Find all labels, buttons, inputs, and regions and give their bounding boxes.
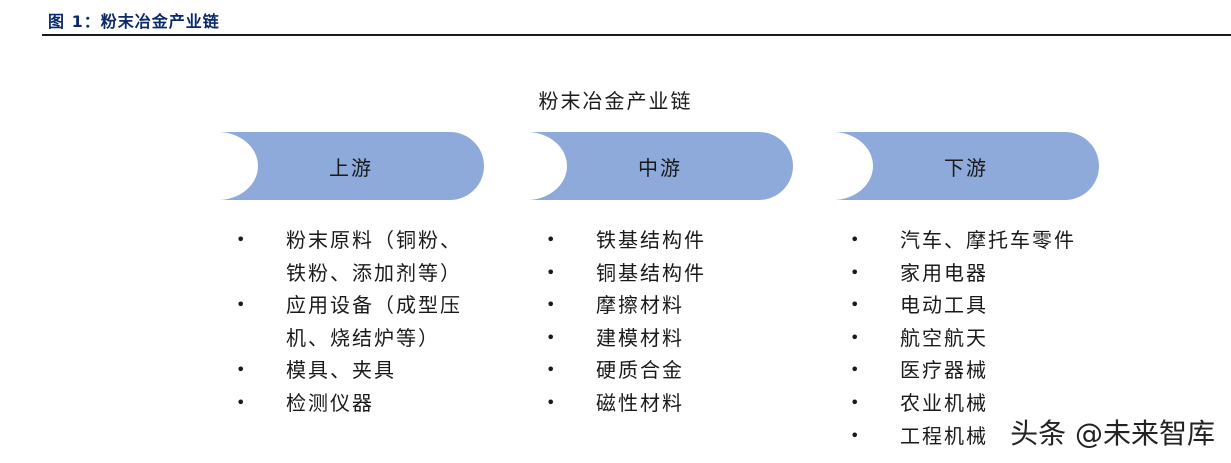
bullet-icon: •: [236, 360, 248, 380]
list-item: •农业机械: [850, 387, 1076, 420]
list-item: •模具、夹具: [236, 354, 476, 387]
bullet-icon: •: [850, 262, 862, 282]
diagram-title: 粉末冶金产业链: [538, 89, 693, 113]
bullet-icon: •: [546, 392, 558, 412]
list-item: •粉末原料（铜粉、铁粉、添加剂等）: [236, 224, 476, 289]
list-item: •铁基结构件: [546, 224, 706, 257]
bullet-icon: •: [850, 230, 862, 249]
stage-upstream: 上游: [218, 132, 484, 200]
stage-midstream: 中游: [527, 132, 793, 200]
bullet-icon: •: [850, 392, 862, 412]
list-item: •建模材料: [546, 322, 706, 355]
watermark: 头条 @未来智库: [1008, 412, 1217, 452]
list-item: •家用电器: [850, 257, 1076, 290]
midstream-item-list: •铁基结构件 •铜基结构件 •摩擦材料 •建模材料 •硬质合金 •磁性材料: [546, 224, 706, 420]
bullet-icon: •: [236, 295, 248, 315]
list-item: •应用设备（成型压机、烧结炉等）: [236, 289, 476, 354]
bullet-icon: •: [850, 360, 862, 380]
stage-label-upstream: 上游: [329, 155, 373, 180]
bullet-icon: •: [236, 230, 248, 249]
stage-label-midstream: 中游: [638, 155, 682, 180]
list-item: •电动工具: [850, 289, 1076, 322]
stage-shape-upstream: [218, 132, 484, 200]
list-item: •医疗器械: [850, 354, 1076, 387]
list-item: •汽车、摩托车零件: [850, 224, 1076, 257]
upstream-item-list: •粉末原料（铜粉、铁粉、添加剂等） •应用设备（成型压机、烧结炉等） •模具、夹…: [236, 224, 476, 420]
list-item: •硬质合金: [546, 354, 706, 387]
bullet-icon: •: [236, 392, 248, 412]
stage-label-downstream: 下游: [944, 155, 988, 180]
bullet-icon: •: [546, 327, 558, 347]
bullet-icon: •: [850, 425, 862, 445]
list-item: •工程机械: [850, 420, 1076, 453]
stage-shape-downstream: [833, 132, 1099, 200]
bullet-icon: •: [850, 327, 862, 347]
bullet-icon: •: [546, 230, 558, 249]
stage-shape-midstream: [527, 132, 793, 200]
bullet-icon: •: [850, 295, 862, 315]
list-item: •检测仪器: [236, 387, 476, 420]
list-item: •磁性材料: [546, 387, 706, 420]
bullet-icon: •: [546, 295, 558, 315]
list-item: •摩擦材料: [546, 289, 706, 322]
list-item: •航空航天: [850, 322, 1076, 355]
downstream-item-list: •汽车、摩托车零件 •家用电器 •电动工具 •航空航天 •医疗器械 •农业机械 …: [850, 224, 1076, 452]
figure-title: 图 1：粉末冶金产业链: [48, 12, 220, 31]
bullet-icon: •: [546, 360, 558, 380]
title-rule: [42, 34, 1231, 36]
bullet-icon: •: [546, 262, 558, 282]
stage-downstream: 下游: [833, 132, 1099, 200]
list-item: •铜基结构件: [546, 257, 706, 290]
